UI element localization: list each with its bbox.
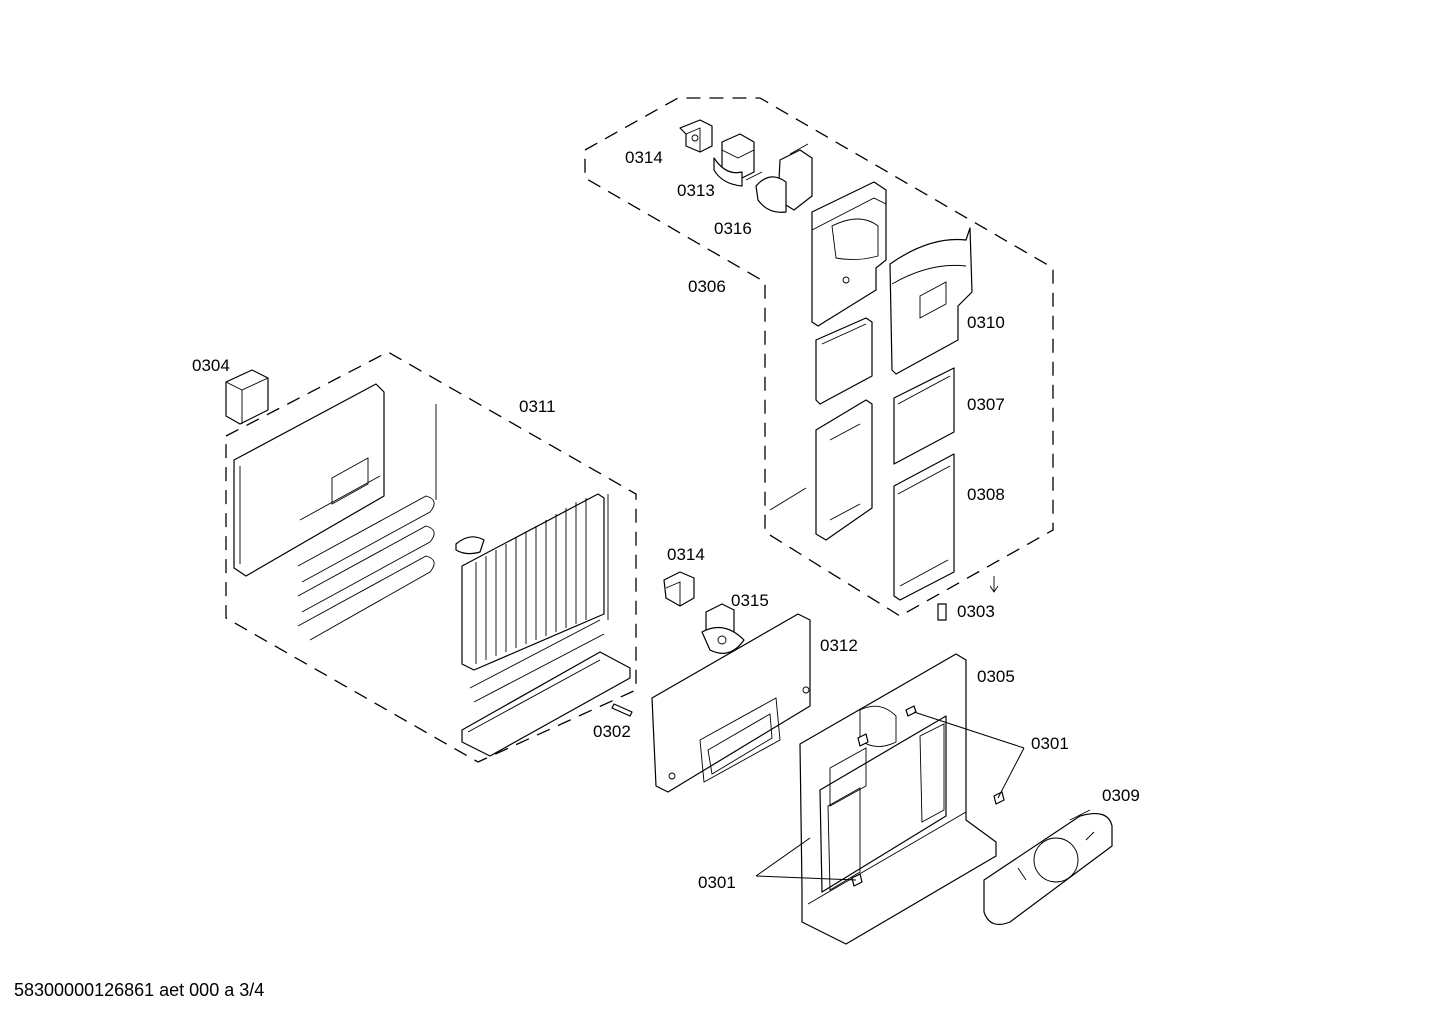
assembly-boundary-0311 bbox=[225, 351, 637, 763]
label-0315: 0315 bbox=[731, 591, 769, 610]
part-0307-panel bbox=[893, 367, 955, 465]
assembly-boundary-0306 bbox=[584, 97, 1054, 617]
part-0314-bracket-mid bbox=[663, 571, 695, 607]
screw-0301-c bbox=[851, 873, 863, 887]
label-0301-left: 0301 bbox=[698, 873, 736, 892]
label-0313: 0313 bbox=[677, 181, 715, 200]
label-0316: 0316 bbox=[714, 219, 752, 238]
part-0315-fan bbox=[701, 603, 745, 654]
cover-panel-left-2 bbox=[815, 399, 873, 541]
heater-wire-loops bbox=[297, 404, 437, 641]
evaporator-back-plate bbox=[233, 383, 385, 577]
label-0309: 0309 bbox=[1102, 786, 1140, 805]
part-0312-fan-cover-plate bbox=[651, 613, 811, 793]
screw-0301-b bbox=[993, 791, 1005, 805]
label-0304: 0304 bbox=[192, 356, 230, 375]
label-0306: 0306 bbox=[688, 277, 726, 296]
part-0305-front-frame bbox=[799, 653, 997, 945]
cover-panel-left-1 bbox=[815, 317, 873, 405]
label-0303: 0303 bbox=[957, 602, 995, 621]
leader-lines bbox=[755, 711, 1025, 881]
label-0305: 0305 bbox=[977, 667, 1015, 686]
part-0309-control-cover bbox=[983, 809, 1113, 925]
label-0312: 0312 bbox=[820, 636, 858, 655]
label-0314-mid: 0314 bbox=[667, 545, 705, 564]
screw-0301-d bbox=[857, 733, 869, 747]
part-labels: 0314 0313 0316 0306 0310 0307 0308 0303 … bbox=[192, 148, 1140, 892]
part-0303-clip bbox=[937, 576, 999, 621]
part-0314-bracket-top bbox=[679, 119, 713, 153]
label-0301-right: 0301 bbox=[1031, 734, 1069, 753]
label-0311: 0311 bbox=[519, 397, 556, 416]
part-0302-pin bbox=[611, 703, 633, 717]
part-0316-fan-housing bbox=[745, 143, 813, 213]
label-0314-top: 0314 bbox=[625, 148, 663, 167]
evaporator-coil bbox=[455, 493, 609, 671]
label-0310: 0310 bbox=[967, 313, 1005, 332]
upper-air-duct bbox=[811, 181, 887, 327]
part-0310-duct-cover bbox=[889, 227, 973, 375]
label-0308: 0308 bbox=[967, 485, 1005, 504]
drawing-reference-number: 58300000126861 aet 000 a 3/4 bbox=[14, 980, 265, 1000]
drain-rod bbox=[769, 487, 807, 511]
label-0302: 0302 bbox=[593, 722, 631, 741]
screw-0301-a bbox=[905, 705, 917, 717]
part-0304-clip-box bbox=[225, 369, 269, 425]
label-0307: 0307 bbox=[967, 395, 1005, 414]
part-0313-fan-motor bbox=[713, 133, 755, 187]
evaporator-drip-tray bbox=[461, 619, 631, 757]
part-0308-panel bbox=[893, 453, 955, 601]
